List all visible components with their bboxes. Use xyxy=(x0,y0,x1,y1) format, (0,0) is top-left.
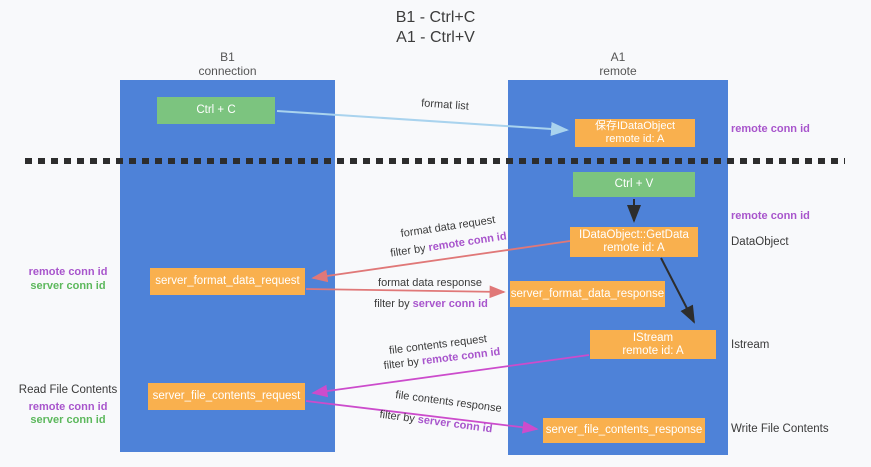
box-server-file-contents-response-label: server_file_contents_response xyxy=(545,424,703,436)
title-line-2: A1 - Ctrl+V xyxy=(396,29,475,46)
filter-by-prefix: filter by xyxy=(374,298,413,310)
label-left-remote-conn-id-format: remote conn id xyxy=(28,266,108,278)
lane-b1-title: B1 xyxy=(220,50,235,64)
box-istream: IStream remote id: A xyxy=(590,330,716,359)
lane-header-a1: A1 remote xyxy=(508,50,728,78)
label-left-remote-conn-id-file: remote conn id xyxy=(28,401,108,413)
title-line-1: B1 - Ctrl+C xyxy=(395,9,476,26)
diagram-title: B1 - Ctrl+C A1 - Ctrl+V xyxy=(0,8,871,48)
lane-b1-subtitle: connection xyxy=(198,64,257,78)
label-read-file-contents: Read File Contents xyxy=(18,384,118,396)
box-server-file-contents-response: server_file_contents_response xyxy=(543,418,705,443)
box-getdata-line2: remote id: A xyxy=(603,242,665,254)
box-server-file-contents-request: server_file_contents_request xyxy=(148,383,305,410)
label-format-data-response: format data response xyxy=(378,277,482,289)
lane-a1-subtitle: remote xyxy=(599,64,637,78)
box-getdata-line1: IDataObject::GetData xyxy=(579,229,689,241)
box-idataobject-getdata: IDataObject::GetData remote id: A xyxy=(570,227,698,257)
box-ctrl-c-label: Ctrl + C xyxy=(196,104,236,116)
label-left-server-conn-id-file: server conn id xyxy=(30,414,106,426)
box-ctrl-v: Ctrl + V xyxy=(573,172,695,197)
server-conn-id-text: server conn id xyxy=(417,413,494,436)
label-remote-conn-id-top: remote conn id xyxy=(731,123,810,135)
box-server-format-data-request-label: server_format_data_request xyxy=(155,275,300,287)
label-remote-conn-id-mid: remote conn id xyxy=(731,210,810,222)
box-ctrl-v-label: Ctrl + V xyxy=(614,178,654,190)
lane-a1-title: A1 xyxy=(610,50,626,64)
label-filter-by-server-conn-id-format: filter by server conn id xyxy=(366,298,496,310)
filter-by-prefix: filter by xyxy=(378,408,419,426)
server-conn-id-text: server conn id xyxy=(412,298,488,310)
label-format-list: format list xyxy=(420,97,470,113)
box-server-file-contents-request-label: server_file_contents_request xyxy=(152,390,301,402)
dashed-separator-line xyxy=(25,158,845,164)
box-server-format-data-request: server_format_data_request xyxy=(150,268,305,295)
arrow-format-data-response xyxy=(305,285,506,299)
label-left-server-conn-id-format: server conn id xyxy=(30,280,106,292)
filter-by-prefix: filter by xyxy=(383,355,423,373)
label-dataobject: DataObject xyxy=(731,236,789,248)
box-save-idataobject-line1: 保存IDataObject xyxy=(594,120,676,132)
lane-header-b1: B1 connection xyxy=(120,50,335,78)
box-save-idataobject: 保存IDataObject remote id: A xyxy=(575,119,695,147)
label-write-file-contents: Write File Contents xyxy=(731,423,829,435)
filter-by-prefix: filter by xyxy=(389,242,430,260)
label-istream: Istream xyxy=(731,339,770,351)
box-ctrl-c: Ctrl + C xyxy=(157,97,275,124)
box-istream-line2: remote id: A xyxy=(622,344,684,357)
box-server-format-data-response: server_format_data_response xyxy=(510,281,665,307)
box-istream-line1: IStream xyxy=(632,331,674,344)
box-save-idataobject-line2: remote id: A xyxy=(605,133,665,145)
box-server-format-data-response-label: server_format_data_response xyxy=(510,287,665,300)
